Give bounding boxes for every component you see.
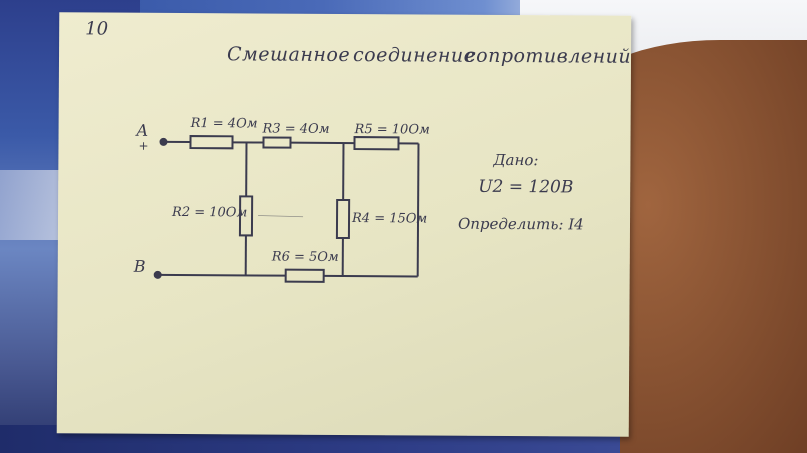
label-r6: R6 = 5Ом	[271, 249, 339, 265]
label-r5: R5 = 10Ом	[354, 122, 430, 138]
label-r2: R2 = 10Ом	[172, 204, 248, 221]
terminal-b-dot	[153, 270, 162, 279]
terminal-a-dot	[159, 137, 168, 146]
wire-bottom-left	[157, 273, 286, 277]
terminal-a-sign: +	[138, 138, 149, 153]
wire-right-vertical	[416, 143, 420, 277]
given-voltage: U2 = 120В	[478, 176, 574, 198]
resistor-r6	[284, 268, 325, 283]
label-r1: R1 = 4Ом	[190, 116, 258, 132]
task-card: 10 Смешанное соединение сопротивлений	[56, 12, 632, 437]
label-r3: R3 = 4Ом	[262, 121, 330, 137]
circuit-diagram	[153, 135, 420, 283]
resistor-r2	[238, 195, 254, 237]
terminal-b-label: B	[133, 256, 146, 276]
given-header: Дано:	[493, 150, 539, 170]
stray-pencil-mark	[258, 215, 304, 218]
label-r4: R4 = 15Ом	[351, 211, 428, 227]
resistor-r1	[189, 135, 234, 150]
wire-bottom-right	[323, 274, 418, 278]
resistor-r4	[335, 198, 351, 240]
resistor-r5	[353, 136, 400, 151]
terminal-a-label: A	[136, 120, 149, 140]
find-current: Определить: I4	[457, 214, 584, 234]
resistor-r3	[262, 136, 292, 149]
